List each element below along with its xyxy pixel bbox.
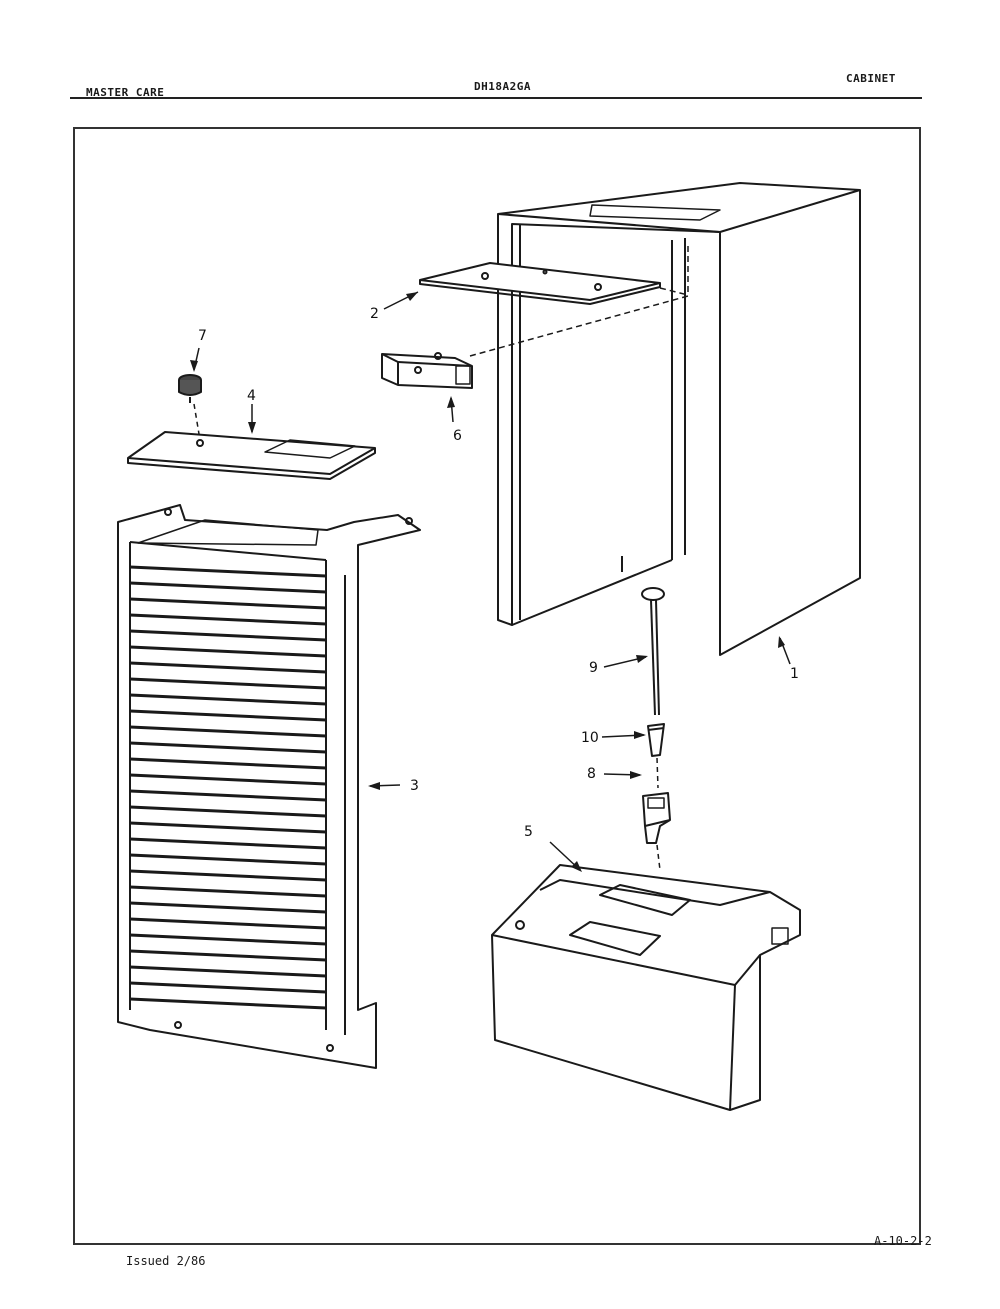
cabinet-shell [497,182,861,656]
callout-6: 6 [453,428,462,444]
footer-page-code: A-10-2-2 [874,1234,932,1248]
front-grille [117,504,421,1069]
callout-1: 1 [790,666,799,682]
humidistat-switch [381,352,473,389]
control-knob [178,374,202,403]
grille-louvres [129,565,327,1010]
callout-5: 5 [524,824,533,840]
header-section: CABINET [846,72,896,85]
float-rod [641,587,665,716]
float [647,723,665,757]
bracket-plate [419,262,661,305]
float-holder [642,792,671,844]
header-brand: MASTER CARE [86,86,165,99]
header-model: DH18A2GA [474,80,531,93]
diagram-frame [73,127,921,1245]
footer-issued: Issued 2/86 [126,1254,206,1268]
callout-7: 7 [198,328,207,344]
callout-2: 2 [370,306,379,322]
callout-4: 4 [247,388,256,404]
water-bucket [491,864,801,1111]
callout-arrowheads [190,292,785,872]
control-panel [127,431,376,480]
callout-9: 9 [589,660,598,676]
callout-10: 10 [581,730,599,746]
callout-3: 3 [410,778,419,794]
callout-8: 8 [587,766,596,782]
header-rule [70,97,922,99]
